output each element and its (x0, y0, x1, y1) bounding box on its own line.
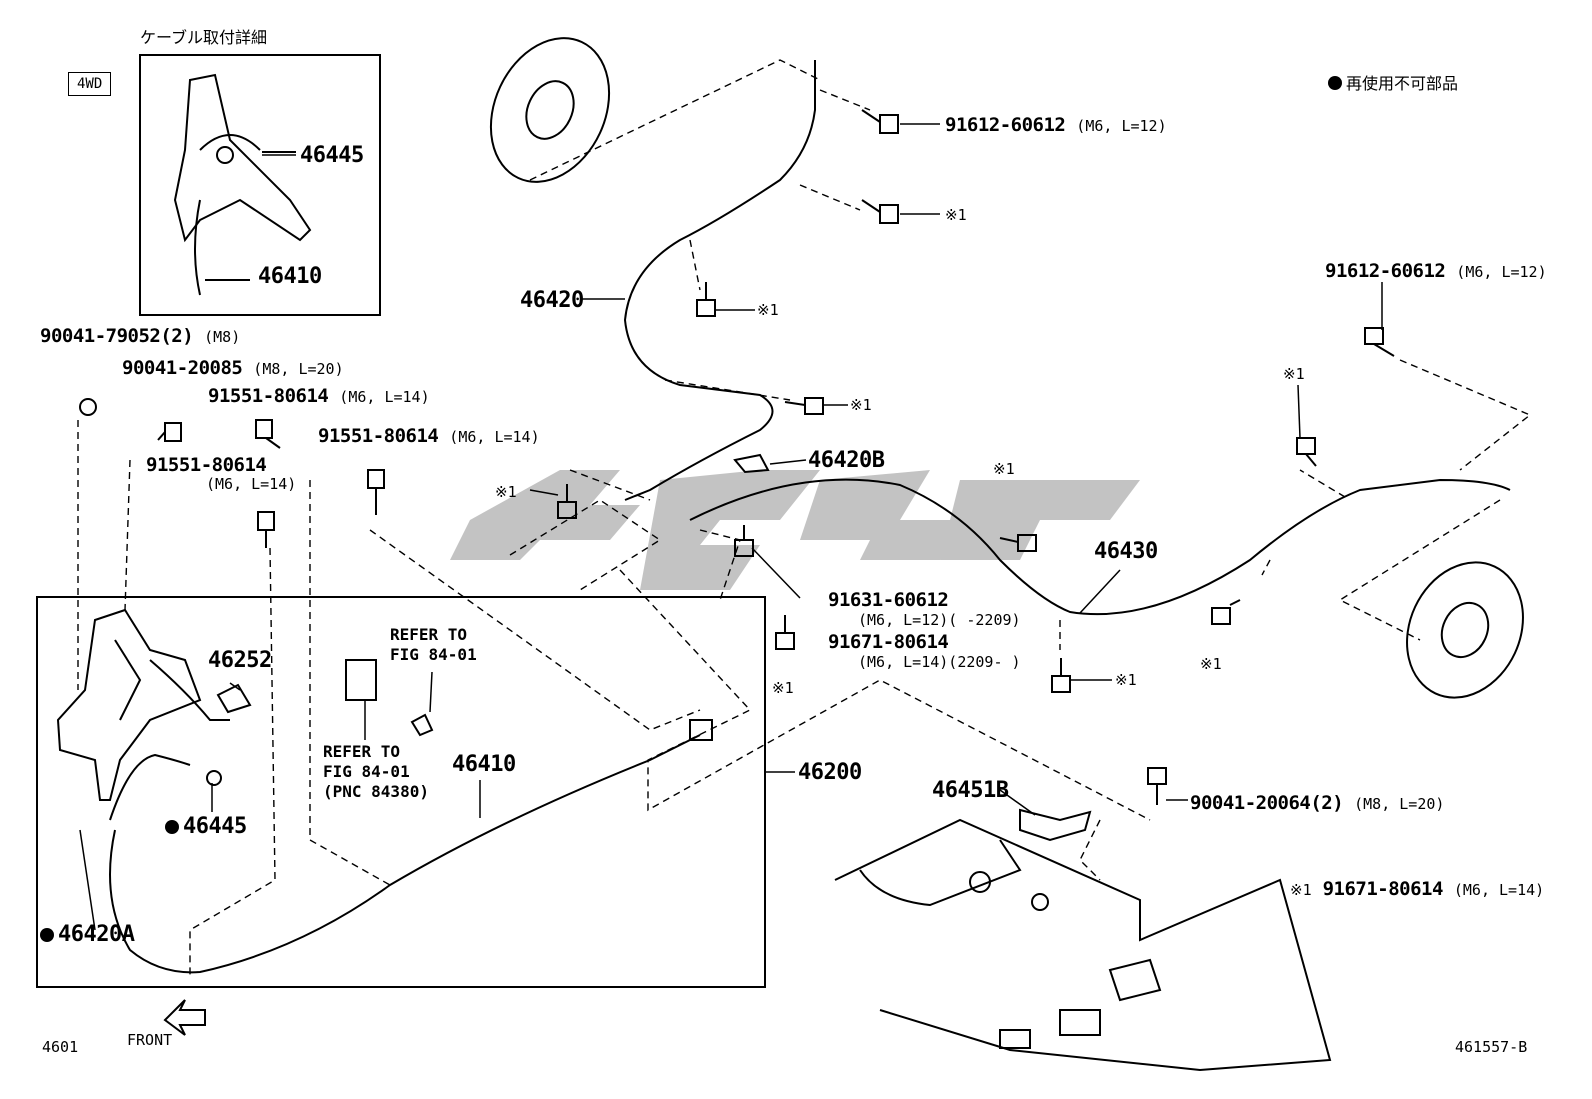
detail-part-46445[interactable]: 46445 (300, 143, 364, 168)
part-91631-60612[interactable]: 91631-60612 (828, 589, 949, 611)
mark-9: ※1 (1283, 365, 1305, 383)
part-91671-80614[interactable]: 91671-80614 (828, 631, 949, 653)
bolts (79, 109, 1395, 805)
part-46420B[interactable]: 46420B (808, 448, 885, 473)
part-91612-60612-top[interactable]: 91612-60612 (M6, L=12) (945, 114, 1167, 136)
mark-4: ※1 (495, 483, 517, 501)
mark-6: ※1 (772, 679, 794, 697)
detail-frame (139, 54, 381, 316)
note-91671-80614: ※1 91671-80614 (M6, L=14) (1290, 878, 1545, 900)
part-91612-60612-right[interactable]: 91612-60612 (M6, L=12) (1325, 260, 1547, 282)
part-90041-79052[interactable]: 90041-79052(2) (M8) (40, 325, 241, 347)
part-90041-20064[interactable]: 90041-20064(2) (M8, L=20) (1190, 792, 1445, 814)
detail-title: ケーブル取付詳細 (140, 28, 268, 47)
part-46420[interactable]: 46420 (520, 288, 584, 313)
mark-7: ※1 (1115, 671, 1137, 689)
watermark-logo (450, 470, 1140, 590)
part-46410[interactable]: 46410 (452, 752, 516, 777)
mark-3: ※1 (850, 396, 872, 414)
non-reusable-dot-icon (1328, 76, 1342, 90)
part-46252[interactable]: 46252 (208, 648, 272, 673)
part-91551-80614-c-spec: (M6, L=14) (206, 475, 297, 493)
part-91551-80614-b[interactable]: 91551-80614 (M6, L=14) (318, 425, 540, 447)
part-46451B[interactable]: 46451B (932, 778, 1009, 803)
part-46420A[interactable]: 46420A (40, 924, 135, 946)
part-46445[interactable]: 46445 (165, 816, 247, 838)
figure-number: 4601 (42, 1038, 79, 1056)
part-91631-60612-spec: (M6, L=12)( -2209) (858, 611, 1021, 629)
mark-8: ※1 (1200, 655, 1222, 673)
part-91671-80614-spec: (M6, L=14)(2209- ) (858, 653, 1021, 671)
mark-1: ※1 (945, 206, 967, 224)
legend: 再使用不可部品 (1328, 76, 1458, 92)
mark-2: ※1 (757, 301, 779, 319)
detail-part-46410[interactable]: 46410 (258, 264, 322, 289)
assembly-frame (36, 596, 766, 988)
diagram-id: 461557-B (1455, 1038, 1528, 1056)
part-91551-80614-a[interactable]: 91551-80614 (M6, L=14) (208, 385, 430, 407)
part-46430[interactable]: 46430 (1094, 539, 1158, 564)
front-arrow (163, 999, 206, 1036)
part-46200[interactable]: 46200 (798, 760, 862, 785)
non-reusable-dot-icon (165, 820, 179, 834)
legend-text: 再使用不可部品 (1346, 74, 1459, 93)
drive-badge: 4WD (68, 72, 112, 96)
front-label: FRONT (127, 1031, 173, 1049)
mark-5: ※1 (993, 460, 1015, 478)
non-reusable-dot-icon (40, 928, 54, 942)
part-91551-80614-c[interactable]: 91551-80614 (146, 454, 267, 476)
part-90041-20085[interactable]: 90041-20085 (M8, L=20) (122, 357, 344, 379)
